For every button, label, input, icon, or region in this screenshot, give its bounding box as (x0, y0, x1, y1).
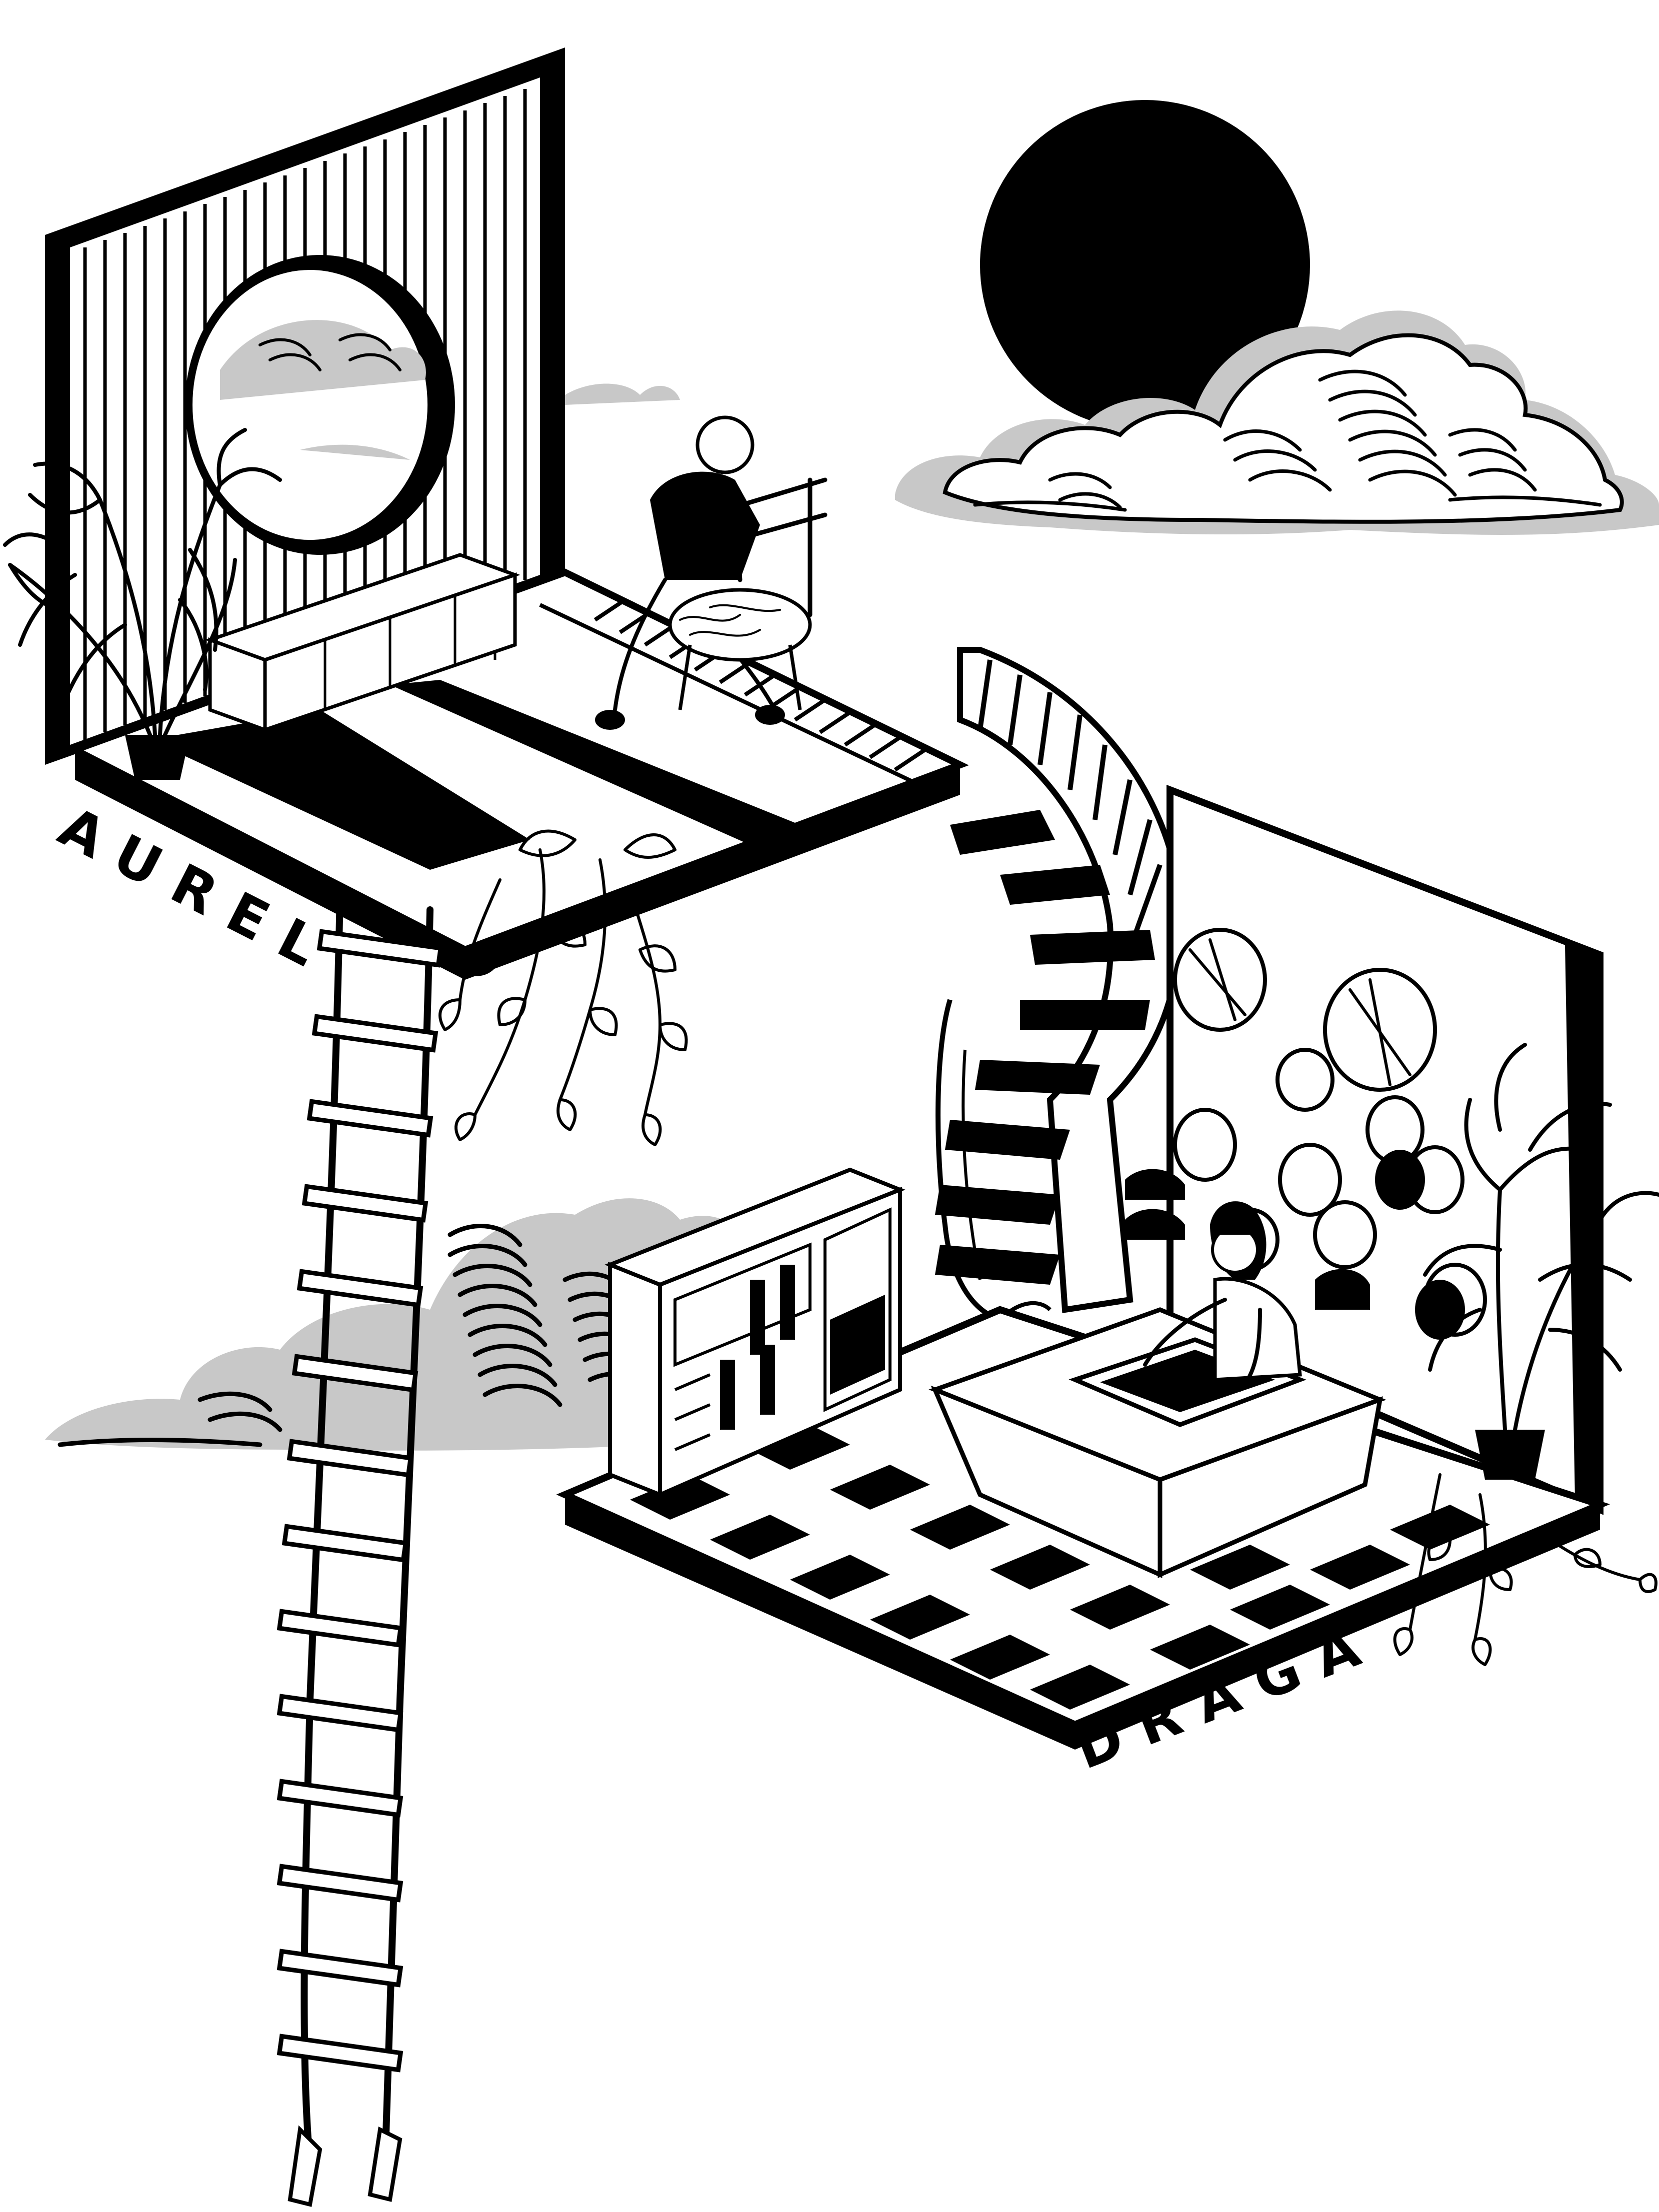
black-portholes (1125, 1150, 1465, 1340)
palm-plant-right (1423, 1043, 1659, 1480)
palm-plant-left (3, 428, 282, 780)
pothos-right (1393, 1473, 1658, 1666)
lower-studio: DRAGA (556, 784, 1659, 1782)
cloud-right (895, 310, 1659, 535)
spiral-staircase (935, 647, 1184, 1322)
checker-floor (630, 1425, 1490, 1710)
hanging-pothos (438, 829, 688, 1146)
ladder-rungs (276, 929, 444, 2073)
upper-studio: AUREL (3, 47, 969, 1146)
deck-planks (539, 570, 961, 792)
rope-ladder (276, 891, 444, 2207)
black-sun (980, 100, 1310, 430)
cloud-small (565, 383, 680, 405)
man-weaving (595, 415, 828, 730)
sideboard (204, 553, 520, 735)
sky-group (565, 100, 1659, 535)
floor-shadow (150, 710, 530, 870)
rope-tassels (288, 2125, 402, 2207)
cabinet (604, 1167, 906, 1498)
woman-printing (1143, 1201, 1302, 1392)
